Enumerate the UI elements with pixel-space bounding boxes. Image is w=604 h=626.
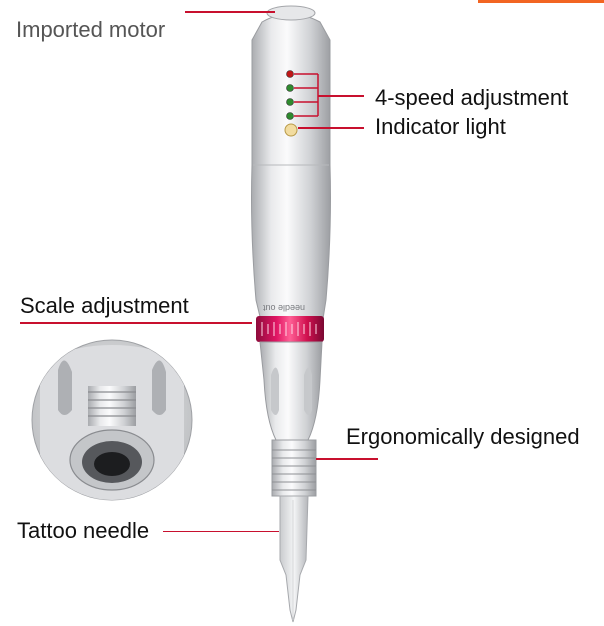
label-indicator-light: Indicator light bbox=[375, 114, 506, 139]
led-red-icon bbox=[286, 70, 294, 78]
leader-ergonomic bbox=[316, 458, 378, 460]
indicator-light-icon bbox=[284, 123, 298, 137]
label-scale-adjustment: Scale adjustment bbox=[20, 293, 189, 318]
leader-indicator-light bbox=[298, 127, 364, 129]
zoom-detail-circle bbox=[31, 339, 193, 501]
led-green-icon bbox=[286, 84, 294, 92]
label-imported-motor: Imported motor bbox=[16, 17, 166, 42]
label-tattoo-needle: Tattoo needle bbox=[17, 518, 150, 543]
led-green-icon bbox=[286, 112, 294, 120]
label-ergonomic: Ergonomically designed bbox=[346, 424, 580, 449]
accent-bar bbox=[478, 0, 604, 3]
leader-tattoo-needle bbox=[163, 531, 279, 532]
speed-leds bbox=[284, 70, 298, 137]
leader-scale-adjustment bbox=[20, 322, 252, 324]
label-speed-adjustment: 4-speed adjustment bbox=[375, 85, 569, 110]
threaded-collar bbox=[271, 439, 317, 497]
needle-cartridge bbox=[279, 495, 309, 623]
led-green-icon bbox=[286, 98, 294, 106]
pen-grip bbox=[259, 341, 323, 441]
ring-text: needle out bbox=[262, 303, 305, 313]
leader-imported-motor bbox=[185, 11, 275, 13]
scale-ring bbox=[256, 316, 324, 342]
leader-speed-adjustment bbox=[318, 95, 364, 97]
pen-body bbox=[251, 5, 331, 326]
